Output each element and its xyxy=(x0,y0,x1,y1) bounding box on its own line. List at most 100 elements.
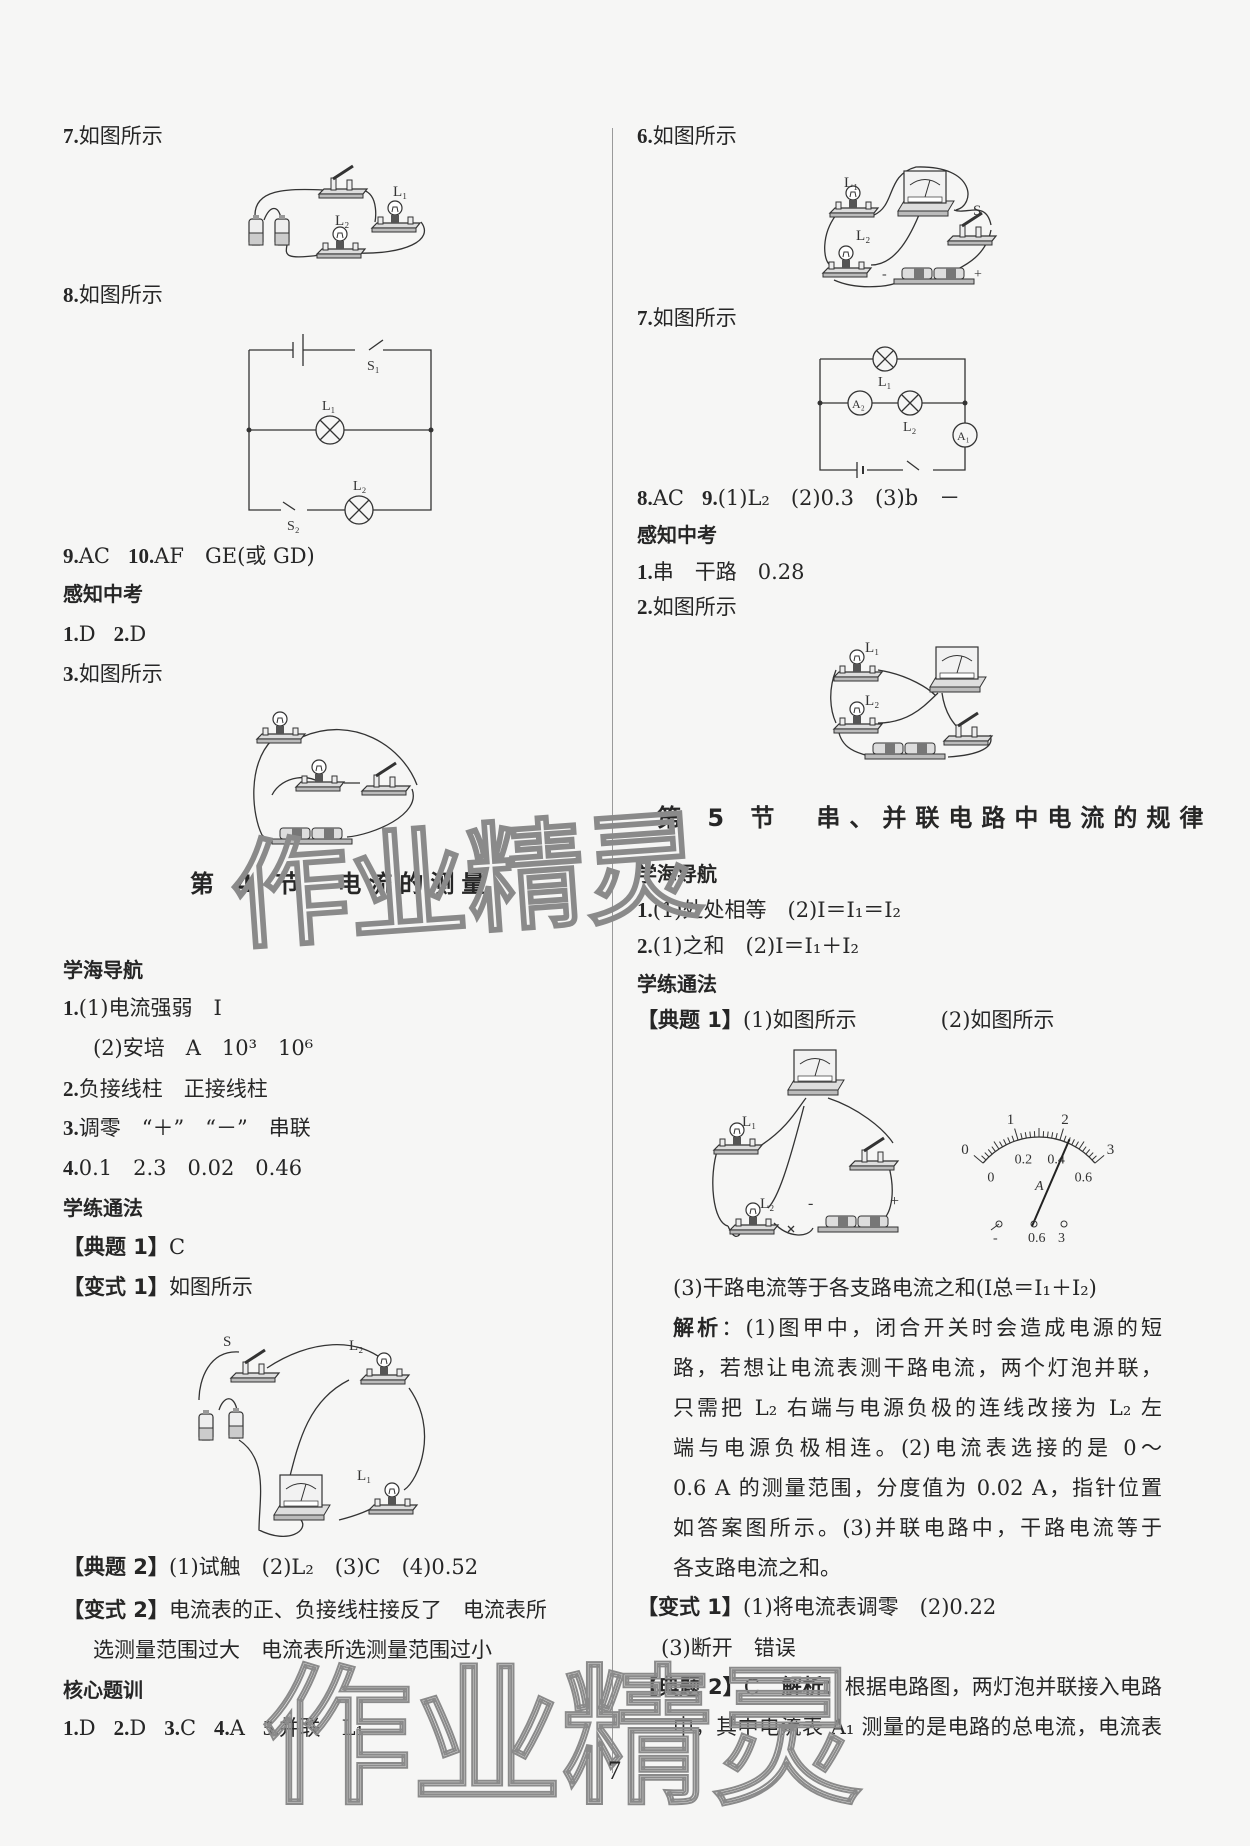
heading-text: 核心题训 xyxy=(63,1678,143,1702)
answer-line: 路，若想让电流表测干路电流，两个灯泡并联， xyxy=(673,1356,1162,1380)
question-number: 2. xyxy=(113,622,130,646)
dial-tick xyxy=(999,1141,1003,1148)
figure-left-zk3 xyxy=(253,711,418,845)
heading-text: 感知中考 xyxy=(63,582,143,606)
dial-tick xyxy=(1059,1128,1064,1141)
dial-outer-label: 2 xyxy=(1061,1112,1069,1128)
question-number: 9. xyxy=(63,544,79,568)
answer-text: (1)试触 (2)L₂ (3)C (4)0.52 xyxy=(168,1555,479,1579)
section-name: 电流的测量 xyxy=(337,870,493,898)
question-tag: 【典题 1】 xyxy=(637,1008,743,1032)
answer-line: 4.0.1 2.3 0.02 0.46 xyxy=(63,1156,302,1180)
label-l1: L₁ xyxy=(844,175,858,191)
question-number: 8. xyxy=(637,486,653,510)
answer-text: A xyxy=(229,1716,245,1740)
answer-line: 1.串 干路 0.28 xyxy=(637,560,805,584)
heading-text: 学海导航 xyxy=(637,862,717,886)
question-number: 7. xyxy=(637,306,653,330)
question-tag: 解析 xyxy=(781,1675,824,1699)
answer-line: 如答案图所示。(3)并联电路中，干路电流等于 xyxy=(673,1516,1162,1540)
section-title-5: 第 5 节 串、并联电路中电流的规律 xyxy=(657,798,1212,833)
answer-text: (1)将电流表调零 (2)0.22 xyxy=(742,1595,997,1619)
answer-text: C xyxy=(743,1675,782,1699)
answer-line: 【变式 1】(1)将电流表调零 (2)0.22 xyxy=(637,1595,996,1619)
section-title-4: 第 4 节 电流的测量 xyxy=(190,864,492,899)
dial-tick xyxy=(1055,1133,1058,1140)
section-name: 串、并联电路中电流的规律 xyxy=(816,804,1213,832)
figure-right-example1-circuit: L₁ L₂ - + xyxy=(712,1049,900,1237)
answer-text: 调零 “＋” “－” 串联 xyxy=(78,1116,311,1140)
answer-text: AF GE(或 GD) xyxy=(154,544,315,568)
question-number: 4. xyxy=(63,1156,79,1180)
dial-tick xyxy=(993,1141,1000,1150)
figure-right-q7-schematic: L₁ A₂ L₂ A₁ xyxy=(817,346,978,478)
answer-line: 1.(1)电流强弱 I xyxy=(63,996,222,1020)
question-number: 1. xyxy=(63,996,79,1020)
figure-right-q6: L₁ L₂ S - + xyxy=(822,166,998,288)
question-number: 10. xyxy=(127,544,155,568)
answer-text: C xyxy=(179,1716,197,1740)
dial-tick xyxy=(1029,1131,1032,1138)
answer-text: 负接线柱 正接线柱 xyxy=(78,1077,268,1101)
answer-text: 如图所示 xyxy=(78,662,163,686)
dial-needle xyxy=(1030,1138,1071,1227)
dial-terminal-label: 3 xyxy=(1058,1231,1065,1246)
answer-text: 0.6 A 的测量范围，分度值为 0.02 A，指针位置 xyxy=(673,1476,1162,1500)
figure-left-q7: L₁ L₂ xyxy=(248,164,426,259)
cross-mark-icon xyxy=(787,1225,795,1233)
answer-line: 【典题 1】(1)如图所示 (2)如图所示 xyxy=(637,1008,1054,1032)
answer-line: 【典题 2】(1)试触 (2)L₂ (3)C (4)0.52 xyxy=(63,1555,478,1579)
label-l1: L₁ xyxy=(393,184,407,200)
answer-text: (1)如图所示 (2)如图所示 xyxy=(742,1008,1055,1032)
terminal-icon xyxy=(995,1220,1003,1228)
label-minus: - xyxy=(808,1195,813,1212)
question-number: 2. xyxy=(637,595,653,619)
dial-tick xyxy=(991,1146,996,1152)
section-heading: 核心题训 xyxy=(63,1678,143,1702)
answer-text: 串 干路 0.28 xyxy=(652,560,805,584)
heading-text: 学练通法 xyxy=(637,972,717,996)
answer-text: D xyxy=(129,622,147,646)
battery-icon xyxy=(248,214,264,246)
question-number: 3. xyxy=(63,662,79,686)
answer-line: 8.如图所示 xyxy=(63,283,163,307)
answer-line: 2.如图所示 xyxy=(637,595,737,619)
question-tag: 【典题 2】 xyxy=(63,1555,169,1579)
answer-text: D xyxy=(78,1716,96,1740)
question-tag: 【典题 2】 xyxy=(637,1675,744,1699)
answer-text: 各支路电流之和。 xyxy=(673,1556,841,1580)
section-heading: 学海导航 xyxy=(63,958,143,982)
dial-inner-label: 0.2 xyxy=(1015,1152,1033,1167)
label-l2: L₂ xyxy=(760,1196,774,1212)
dial-tick xyxy=(1024,1132,1027,1139)
dial-tick xyxy=(973,1154,984,1164)
dial-inner-label: 0.6 xyxy=(1075,1170,1093,1185)
watermark: 作业精灵 xyxy=(225,795,707,968)
dial-tick xyxy=(987,1149,993,1155)
section-heading: 感知中考 xyxy=(63,582,143,606)
heading-text: 学练通法 xyxy=(63,1196,143,1220)
question-number: 1. xyxy=(637,560,653,584)
answer-text: D xyxy=(78,622,96,646)
dial-tick xyxy=(1007,1137,1011,1144)
answer-line: (3)断开 错误 xyxy=(661,1636,796,1660)
question-number: 9. xyxy=(701,486,718,510)
label-l1: L₁ xyxy=(322,399,335,414)
answer-text: 如图所示 xyxy=(652,124,737,148)
svg-text:作业精灵: 作业精灵 xyxy=(262,1652,862,1826)
answer-text: ：根据电路图，两灯泡并联接入电路 xyxy=(823,1675,1162,1699)
answer-text: 端与电源负极相连。(2)电流表选接的是 0～ xyxy=(673,1436,1162,1460)
answer-line: 选测量范围过大 电流表所选测量范围过小 xyxy=(93,1638,492,1662)
question-number: 3. xyxy=(63,1116,79,1140)
dial-tick xyxy=(1082,1146,1087,1152)
answer-text: C xyxy=(168,1235,186,1259)
answer-text: 如图所示 xyxy=(652,306,737,330)
answer-text: 并联 L₁ xyxy=(278,1716,365,1740)
answer-line: 7.如图所示 xyxy=(63,124,163,148)
answer-line: 解析：(1)图甲中，闭合开关时会造成电源的短 xyxy=(673,1316,1162,1340)
answer-text: 如答案图所示。(3)并联电路中，干路电流等于 xyxy=(673,1516,1162,1540)
answer-text: (2)安培 A 10³ 10⁶ xyxy=(93,1036,314,1060)
dial-outer-label: 0 xyxy=(961,1142,969,1158)
answer-text: 路，若想让电流表测干路电流，两个灯泡并联， xyxy=(673,1356,1162,1380)
